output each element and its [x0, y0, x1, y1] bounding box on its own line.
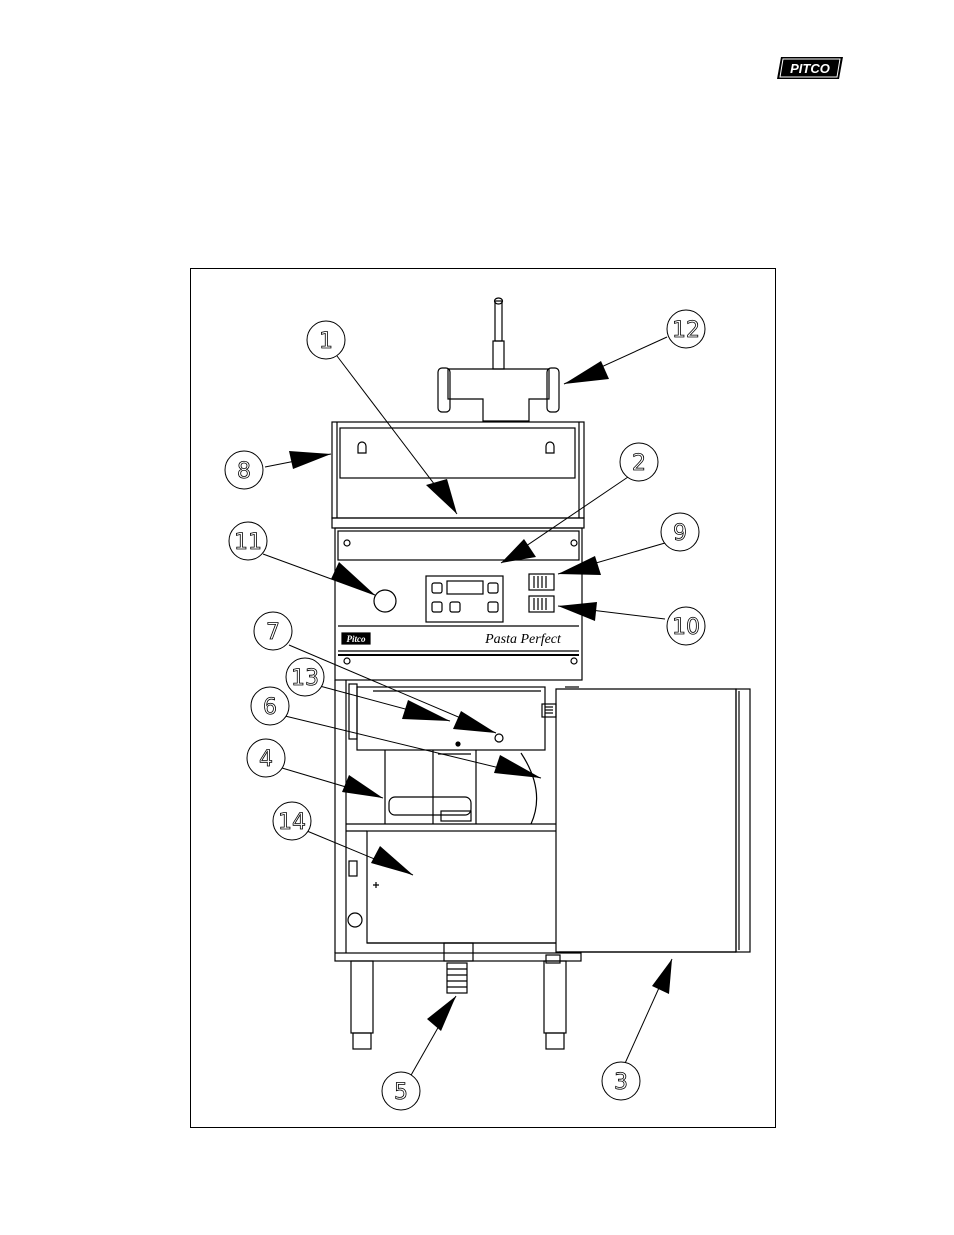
svg-text:11: 11: [234, 530, 262, 555]
pitco-logo: PITCO: [777, 56, 843, 80]
arrow-8: [289, 451, 331, 469]
svg-text:3: 3: [614, 1070, 628, 1095]
arrow-7: [453, 711, 496, 733]
callout-14: 14: [273, 802, 311, 840]
arrow-14: [371, 846, 413, 875]
callout-8: 8: [225, 451, 263, 489]
fryer-drawing: Pitco Pasta Perfect 1 2 3 4 5 6 7 8 9 10…: [191, 269, 777, 1129]
callout-5: 5: [382, 1072, 420, 1110]
callout-13: 13: [286, 658, 324, 696]
svg-text:4: 4: [259, 747, 273, 772]
callout-4: 4: [247, 739, 285, 777]
callout-1: 1: [307, 321, 345, 359]
callout-12: 12: [667, 310, 705, 348]
callout-7: 7: [254, 612, 292, 650]
fryer-top-cover: [332, 422, 584, 528]
callout-9: 9: [661, 513, 699, 551]
brand-plate: Pitco: [347, 634, 366, 644]
svg-text:14: 14: [278, 810, 306, 835]
arrow-12: [564, 361, 609, 384]
arrow-6: [494, 755, 541, 778]
logo-text: PITCO: [790, 61, 830, 76]
svg-text:8: 8: [237, 459, 251, 484]
callout-6: 6: [251, 687, 289, 725]
callout-3: 3: [602, 1062, 640, 1100]
svg-text:1: 1: [319, 329, 333, 354]
arrow-10: [558, 602, 597, 621]
drain-valve: [447, 963, 467, 993]
svg-text:2: 2: [632, 451, 646, 476]
model-text: Pasta Perfect: [484, 632, 562, 647]
svg-text:13: 13: [291, 666, 319, 691]
arrow-1: [426, 479, 457, 514]
callout-11: 11: [229, 522, 267, 560]
fryer-diagram: Pitco Pasta Perfect 1 2 3 4 5 6 7 8 9 10…: [190, 268, 776, 1128]
svg-text:7: 7: [266, 620, 280, 645]
arrow-4: [342, 775, 383, 798]
svg-text:10: 10: [672, 615, 700, 640]
callout-10: 10: [667, 607, 705, 645]
svg-text:12: 12: [672, 318, 700, 343]
arrow-11: [331, 562, 375, 595]
open-door: [542, 687, 750, 952]
svg-text:5: 5: [394, 1080, 408, 1105]
arrow-5: [427, 996, 456, 1031]
callout-2: 2: [620, 443, 658, 481]
control-panel: [335, 528, 582, 680]
basket-handle: [438, 298, 559, 421]
svg-text:9: 9: [673, 521, 687, 546]
arrow-3: [652, 959, 672, 994]
svg-text:6: 6: [263, 695, 277, 720]
